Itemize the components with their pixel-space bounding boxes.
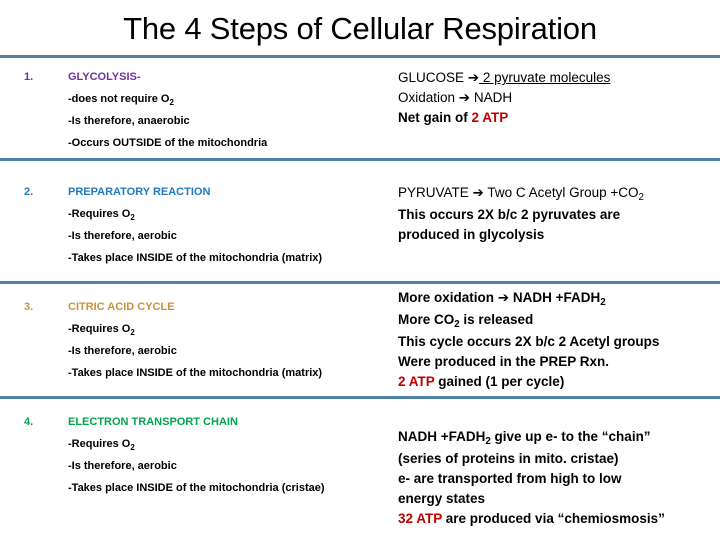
arrow-icon: ➔: [458, 90, 471, 106]
step-4-right-line-2: (series of proteins in mito. cristae): [398, 451, 619, 466]
step-3-bullet-1: -Requires O2: [68, 323, 135, 337]
step-3-right-column: More oxidation ➔ NADH +FADH2 More CO2 is…: [398, 288, 720, 392]
step-4-right-line-5: 32 ATP are produced via “chemiosmosis”: [398, 511, 665, 526]
step-4-header: ELECTRON TRANSPORT CHAIN: [68, 416, 238, 428]
step-1-bullet-2: -Is therefore, anaerobic: [68, 115, 190, 127]
step-4-right-line-4: energy states: [398, 491, 486, 506]
step-4-number: 4.: [24, 416, 34, 428]
divider-top: [0, 55, 720, 58]
step-1-bullet-1: -does not require O2: [68, 93, 174, 107]
step-3-right-line-5: 2 ATP gained (1 per cycle): [398, 374, 565, 389]
step-3-left-column: CITRIC ACID CYCLE -Requires O2 -Is there…: [68, 300, 398, 388]
step-2-bullet-3: -Takes place INSIDE of the mitochondria …: [68, 252, 323, 264]
divider-2: [0, 281, 720, 284]
step-2-left-column: PREPARATORY REACTION -Requires O2 -Is th…: [68, 185, 398, 273]
slide-title: The 4 Steps of Cellular Respiration: [123, 11, 597, 46]
atp-value: 2 ATP: [398, 374, 435, 389]
arrow-icon: ➔: [497, 290, 510, 306]
step-3-bullet-2: -Is therefore, aerobic: [68, 345, 177, 357]
step-4-right-line-3: e- are transported from high to low: [398, 471, 622, 486]
step-2-preparatory-reaction: 2. PREPARATORY REACTION -Requires O2 -Is…: [0, 185, 720, 277]
step-1-left-column: GLYCOLYSIS- -does not require O2 -Is the…: [68, 70, 398, 158]
step-4-bullet-2: -Is therefore, aerobic: [68, 460, 177, 472]
step-1-right-line-2: Oxidation ➔ NADH: [398, 90, 513, 106]
step-2-right-column: PYRUVATE ➔ Two C Acetyl Group +CO2 This …: [398, 183, 720, 245]
step-1-header: GLYCOLYSIS-: [68, 71, 141, 83]
step-2-right-line-1: PYRUVATE ➔ Two C Acetyl Group +CO2: [398, 185, 644, 203]
step-2-right-line-3: produced in glycolysis: [398, 227, 545, 242]
atp-value: 2 ATP: [471, 110, 509, 125]
divider-1: [0, 158, 720, 161]
step-1-glycolysis: 1. GLYCOLYSIS- -does not require O2 -Is …: [0, 70, 720, 158]
arrow-icon: ➔: [467, 70, 480, 86]
step-4-right-column: NADH +FADH2 give up e- to the “chain” (s…: [398, 427, 720, 529]
step-3-citric-acid-cycle: 3. CITRIC ACID CYCLE -Requires O2 -Is th…: [0, 290, 720, 392]
step-3-right-line-4: Were produced in the PREP Rxn.: [398, 354, 610, 369]
step-2-header: PREPARATORY REACTION: [68, 186, 211, 198]
step-3-right-line-1: More oxidation ➔ NADH +FADH2: [398, 290, 606, 308]
step-1-right-column: GLUCOSE ➔ 2 pyruvate molecules Oxidation…: [398, 68, 720, 128]
step-4-bullet-3: -Takes place INSIDE of the mitochondria …: [68, 482, 325, 494]
step-1-right-line-3: Net gain of 2 ATP: [398, 110, 509, 125]
step-3-bullet-3: -Takes place INSIDE of the mitochondria …: [68, 367, 323, 379]
step-4-left-column: ELECTRON TRANSPORT CHAIN -Requires O2 -I…: [68, 415, 398, 503]
atp-value: 32 ATP: [398, 511, 443, 526]
step-2-bullet-2: -Is therefore, aerobic: [68, 230, 177, 242]
arrow-icon: ➔: [472, 185, 484, 201]
step-2-bullet-1: -Requires O2: [68, 208, 135, 222]
step-4-right-line-1: NADH +FADH2 give up e- to the “chain”: [398, 429, 651, 447]
step-2-right-line-2: This occurs 2X b/c 2 pyruvates are: [398, 207, 621, 222]
step-4-electron-transport-chain: 4. ELECTRON TRANSPORT CHAIN -Requires O2…: [0, 415, 720, 526]
step-2-number: 2.: [24, 186, 34, 198]
step-3-header: CITRIC ACID CYCLE: [68, 301, 175, 313]
step-1-number: 1.: [24, 71, 34, 83]
step-4-bullet-1: -Requires O2: [68, 438, 135, 452]
divider-3: [0, 396, 720, 399]
step-1-right-line-1: GLUCOSE ➔ 2 pyruvate molecules: [398, 70, 611, 86]
step-1-bullet-3: -Occurs OUTSIDE of the mitochondria: [68, 137, 268, 149]
step-3-right-line-3: This cycle occurs 2X b/c 2 Acetyl groups: [398, 334, 660, 349]
step-3-right-line-2: More CO2 is released: [398, 312, 534, 330]
step-3-number: 3.: [24, 301, 34, 313]
